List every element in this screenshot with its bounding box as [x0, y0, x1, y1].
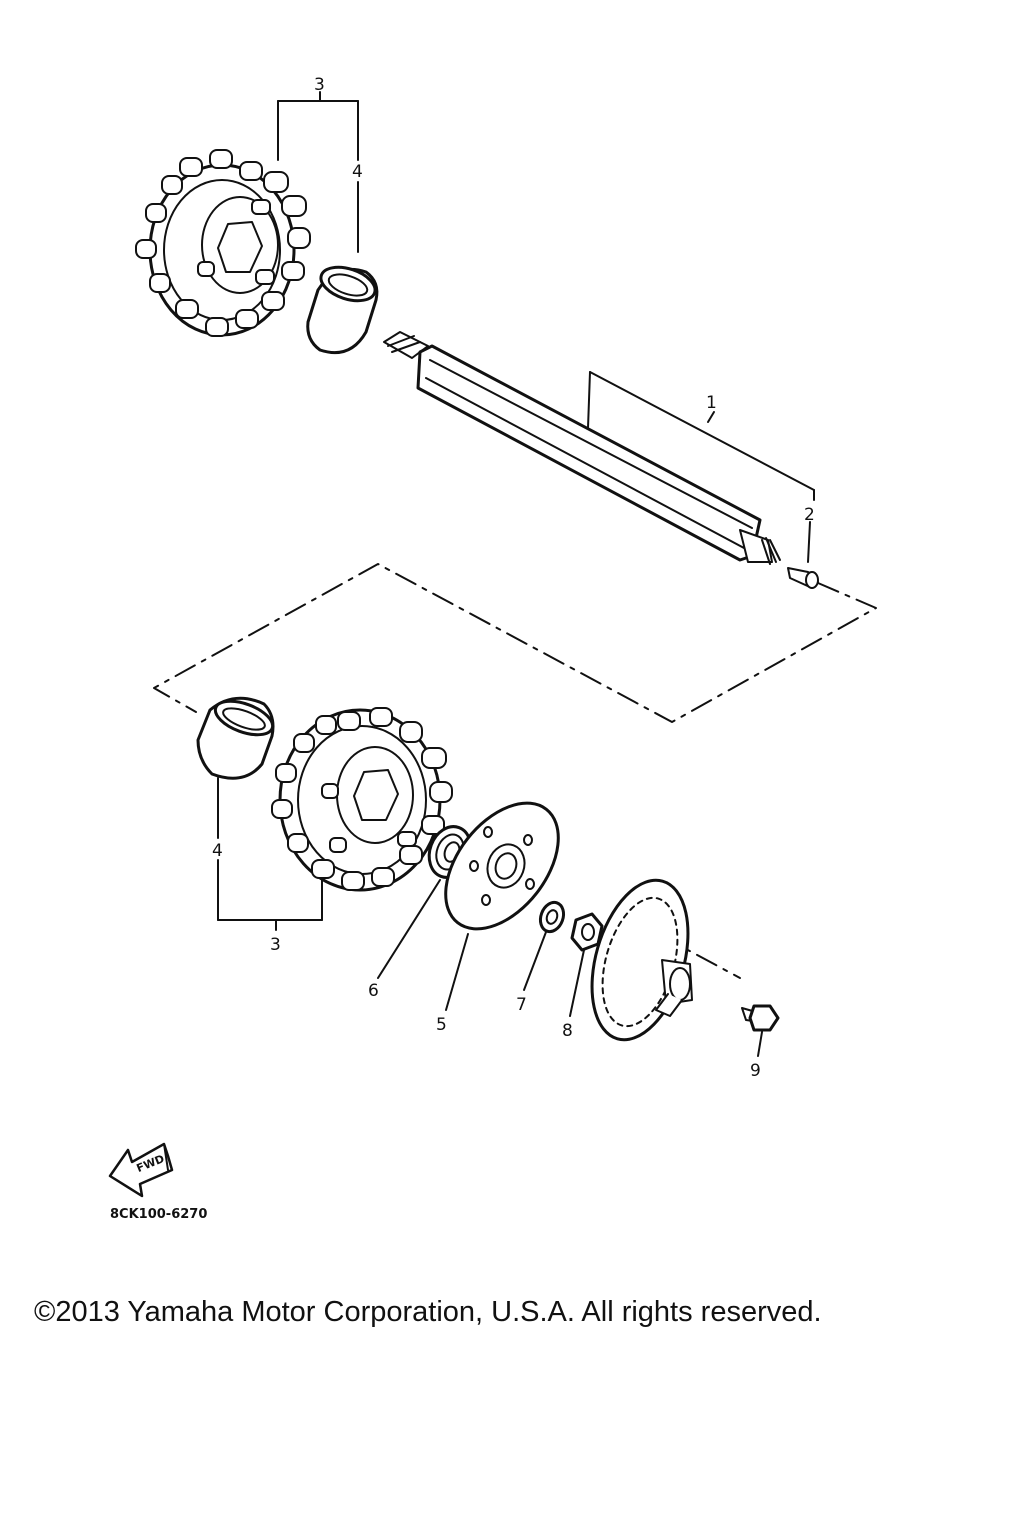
callout-bearing: 6 [368, 981, 379, 1001]
part-code: 8CK100-6270 [110, 1207, 207, 1222]
bracket-top [277, 91, 359, 253]
callout-sprocket-top: 3 [314, 75, 325, 95]
fwd-arrow-icon [108, 1142, 174, 1198]
callout-pin: 2 [804, 505, 815, 525]
flange-plate [444, 801, 560, 1011]
callout-collar-top: 4 [352, 162, 363, 182]
sprocket-top-teeth [135, 149, 311, 337]
callout-shaft: 1 [706, 393, 717, 413]
pin [787, 567, 819, 589]
copyright-notice: ©2013 Yamaha Motor Corporation, U.S.A. A… [34, 1296, 822, 1328]
sprocket-top [135, 149, 311, 337]
callout-collar-bottom: 4 [212, 841, 223, 861]
callout-plate: 5 [436, 1015, 447, 1035]
sprocket-bottom [271, 707, 453, 892]
bracket-bottom [217, 777, 323, 931]
callout-nut: 8 [562, 1021, 573, 1041]
washer [523, 900, 566, 991]
bolt [741, 1004, 780, 1057]
collar-bottom [196, 696, 275, 780]
callout-washer: 7 [516, 995, 527, 1015]
bracket-shaft [587, 371, 815, 563]
sprocket-bottom-teeth [271, 707, 453, 891]
drive-shaft [383, 331, 781, 565]
hub [590, 878, 693, 1042]
callout-sprocket-bottom: 3 [270, 935, 281, 955]
callout-bolt: 9 [750, 1061, 761, 1081]
collar-top [306, 265, 379, 355]
